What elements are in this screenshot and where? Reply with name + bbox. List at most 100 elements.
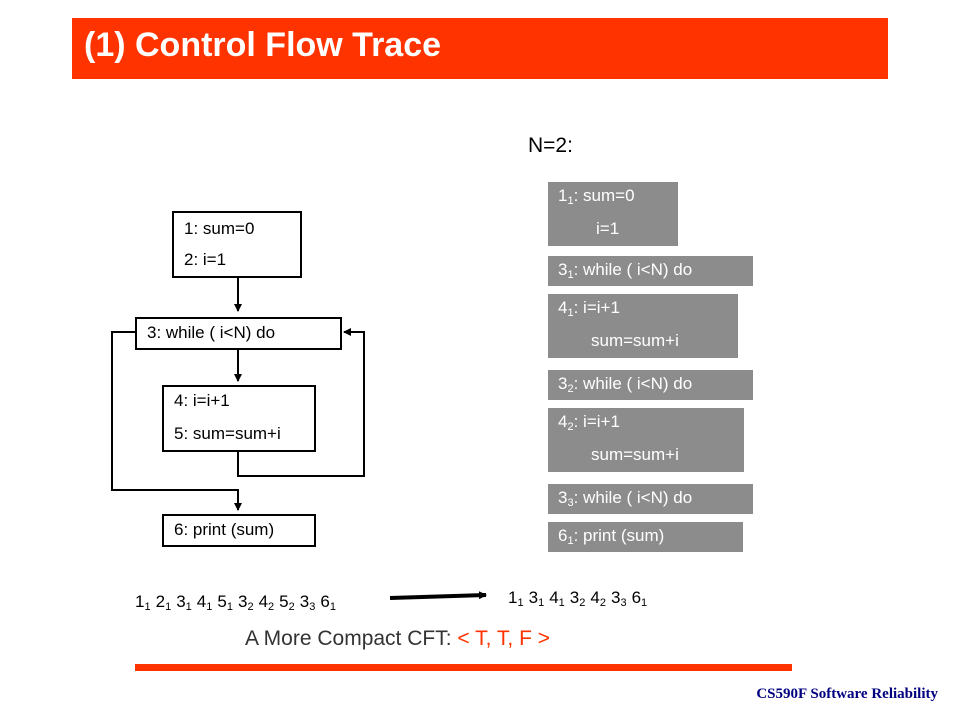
trace-token-number: 6 [631, 588, 642, 607]
trace-sub: 3 [567, 497, 574, 509]
trace-token-number: 5 [217, 592, 227, 611]
trace-token-number: 5 [279, 592, 289, 611]
trace-num: 3 [558, 488, 568, 507]
trace-token: 33 [299, 592, 316, 613]
trace-token-subscript: 2 [599, 597, 606, 609]
trace-token-subscript: 2 [247, 601, 254, 613]
trace-token: 11 [508, 588, 524, 609]
compact-cft-value: < T, T, F > [457, 627, 551, 650]
bottom-divider [135, 664, 792, 671]
trace-sub: 2 [567, 383, 574, 395]
flow-box-while: 3: while ( i<N) do [135, 317, 342, 350]
trace-token: 21 [155, 592, 172, 613]
trace-token-number: 4 [590, 588, 600, 607]
flow-line-while: 3: while ( i<N) do [147, 323, 276, 342]
trace-sub: 1 [567, 269, 574, 281]
trace-token-subscript: 3 [620, 597, 627, 609]
trace-text: : sum=0 [573, 186, 635, 205]
trace-line2: sum=sum+i [591, 331, 679, 350]
trace-num: 1 [558, 186, 568, 205]
trace-num: 3 [558, 374, 568, 393]
flow-line-accumulate: 5: sum=sum+i [174, 424, 281, 443]
flow-line-i-init: 2: i=1 [184, 250, 227, 269]
flow-box-body: 4: i=i+1 5: sum=sum+i [162, 385, 316, 452]
trace-token: 41 [196, 592, 213, 613]
trace-token-number: 4 [196, 592, 207, 611]
trace-token-number: 1 [135, 592, 145, 611]
n-label: N=2: [528, 134, 573, 157]
trace-num: 4 [558, 298, 568, 317]
footer-course-label: CS590F Software Reliability [756, 686, 938, 702]
trace-sub: 1 [567, 195, 574, 207]
flow-box-init: 1: sum=0 2: i=1 [172, 211, 302, 278]
trace-token-number: 2 [155, 592, 166, 611]
trace-box-7: 61: print (sum) [548, 522, 743, 552]
trace-token: 42 [258, 592, 275, 613]
flow-line-increment: 4: i=i+1 [174, 391, 230, 410]
trace-token-number: 3 [176, 592, 186, 611]
trace-box-3: 41: i=i+1 sum=sum+i [548, 294, 738, 358]
trace-sub: 1 [567, 535, 574, 547]
trace-token-number: 3 [569, 588, 580, 607]
trace-text: : i=i+1 [573, 412, 620, 431]
trace-token: 51 [217, 592, 233, 613]
compact-cft-label: A More Compact CFT: [245, 627, 452, 650]
trace-token-subscript: 2 [288, 601, 295, 613]
trace-token: 41 [549, 588, 565, 609]
trace-token: 33 [610, 588, 627, 609]
arrow-loop-back [237, 328, 365, 477]
trace-line2: sum=sum+i [591, 445, 679, 464]
trace-token-number: 3 [237, 592, 248, 611]
flow-line-print: 6: print (sum) [174, 520, 275, 539]
flow-box-print: 6: print (sum) [162, 514, 316, 547]
trace-text: : while ( i<N) do [573, 488, 693, 507]
trace-token-number: 3 [528, 588, 539, 607]
trace-token-subscript: 1 [641, 597, 648, 609]
trace-box-1: 11: sum=0 i=1 [548, 182, 678, 246]
trace-token-subscript: 1 [206, 601, 213, 613]
trace-num: 6 [558, 526, 568, 545]
trace-token: 32 [237, 592, 254, 613]
trace-box-2: 31: while ( i<N) do [548, 256, 753, 286]
title-bar: (1) Control Flow Trace [72, 18, 888, 79]
trace-token-subscript: 1 [558, 597, 565, 609]
trace-token-subscript: 2 [268, 601, 275, 613]
trace-text: : print (sum) [573, 526, 665, 545]
trace-num: 3 [558, 260, 568, 279]
trace-token: 31 [528, 588, 545, 609]
arrow-trace-reduction [389, 591, 487, 600]
trace-text: : while ( i<N) do [573, 374, 693, 393]
trace-token-subscript: 1 [185, 601, 192, 613]
trace-token-number: 1 [508, 588, 518, 607]
trace-token-subscript: 1 [226, 601, 233, 613]
trace-token-subscript: 3 [309, 601, 316, 613]
trace-token: 31 [176, 592, 192, 613]
trace-box-5: 42: i=i+1 sum=sum+i [548, 408, 744, 472]
trace-token-subscript: 1 [517, 597, 524, 609]
trace-token-subscript: 2 [579, 597, 586, 609]
trace-text: : i=i+1 [573, 298, 620, 317]
trace-token: 42 [590, 588, 606, 609]
trace-token: 61 [320, 592, 336, 613]
flow-line-sum-init: 1: sum=0 [184, 219, 255, 238]
trace-box-4: 32: while ( i<N) do [548, 370, 753, 400]
trace-token: 32 [569, 588, 586, 609]
trace-line2: i=1 [596, 219, 620, 238]
trace-num: 4 [558, 412, 568, 431]
trace-token-number: 3 [610, 588, 621, 607]
trace-sub: 1 [567, 307, 574, 319]
trace-token-subscript: 1 [329, 601, 336, 613]
slide-title: (1) Control Flow Trace [84, 26, 442, 64]
trace-token-number: 3 [299, 592, 310, 611]
trace-text: : while ( i<N) do [573, 260, 693, 279]
trace-sub: 2 [567, 421, 574, 433]
trace-token: 11 [135, 592, 151, 613]
trace-token-number: 6 [320, 592, 330, 611]
trace-token-subscript: 1 [538, 597, 545, 609]
trace-token-subscript: 1 [165, 601, 172, 613]
trace-token-number: 4 [258, 592, 269, 611]
trace-token-subscript: 1 [144, 601, 151, 613]
